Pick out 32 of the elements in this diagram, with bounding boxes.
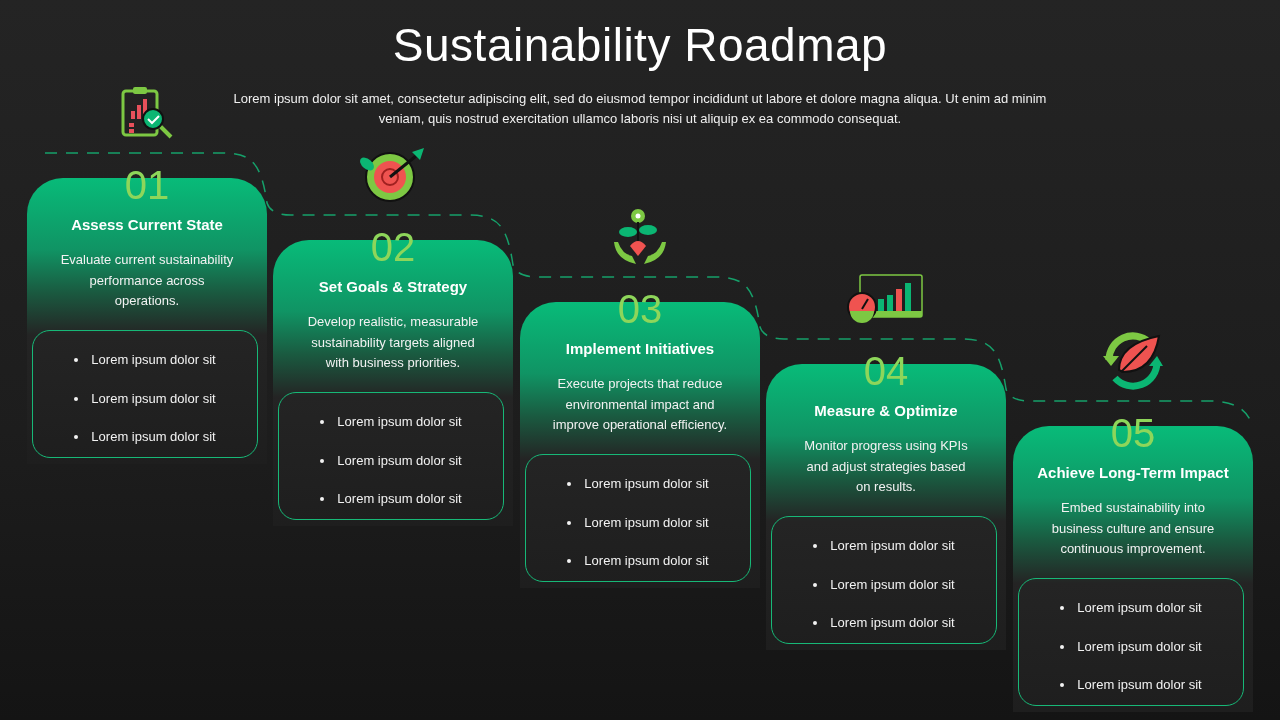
step-description: Execute projects that reduce environmental impact and improve operational efficiency. — [552, 375, 728, 434]
title: Sustainability Roadmap — [392, 18, 888, 72]
bullet-item: Lorem ipsum dolor sit — [584, 513, 709, 532]
bullet-item: Lorem ipsum dolor sit — [91, 389, 216, 408]
bullet-item: Lorem ipsum dolor sit — [1077, 637, 1202, 656]
bullet-list-box — [278, 392, 504, 520]
bullet-list-box — [32, 330, 258, 458]
bullet-item: Lorem ipsum dolor sit — [337, 413, 462, 431]
bullet-item: Lorem ipsum dolor sit — [830, 575, 955, 594]
step-description: Embed sustainability into business culture and ensure continuous improvement. — [1050, 499, 1216, 558]
bullet-item: Lorem ipsum dolor sit — [584, 552, 709, 570]
bullet-list-box — [525, 454, 751, 582]
bullet-list-box — [1018, 578, 1244, 706]
bullet-item: Lorem ipsum dolor sit — [1077, 676, 1202, 694]
bullet-item: Lorem ipsum dolor sit — [337, 451, 462, 470]
bullet-item: Lorem ipsum dolor sit — [1077, 599, 1202, 617]
bullet-item: Lorem ipsum dolor sit — [91, 428, 216, 446]
bullet-item: Lorem ipsum dolor sit — [91, 351, 216, 369]
step-title: Implement Initiatives — [565, 340, 715, 357]
step-description: Evaluate current sustainability performance across operations. — [59, 251, 235, 310]
bullet-list-box — [771, 516, 997, 644]
bullet-item: Lorem ipsum dolor sit — [584, 475, 709, 493]
step-title: Achieve Long-Term Impact — [1037, 464, 1229, 481]
step-description: Monitor progress using KPIs and adjust strategies based on results. — [803, 437, 969, 496]
step-title: Set Goals & Strategy — [318, 278, 468, 295]
bullet-item: Lorem ipsum dolor sit — [337, 490, 462, 508]
bullet-item: Lorem ipsum dolor sit — [830, 537, 955, 555]
step-title: Assess Current State — [71, 216, 223, 233]
step-title: Measure & Optimize — [814, 402, 958, 419]
subtitle-text: Lorem ipsum dolor sit amet, consectetur adipiscing elit, sed do eiusmod tempor incididunt ut labore et dolore magna aliqua. Ut enim ad minim veniam, quis nostrud exercitation ullamco laboris nisi ut aliquip ex ea commodo consequat. — [232, 90, 1048, 128]
step-description: Develop realistic, measurable sustainability targets aligned with business priorities. — [306, 313, 480, 372]
bullet-item: Lorem ipsum dolor sit — [830, 614, 955, 632]
